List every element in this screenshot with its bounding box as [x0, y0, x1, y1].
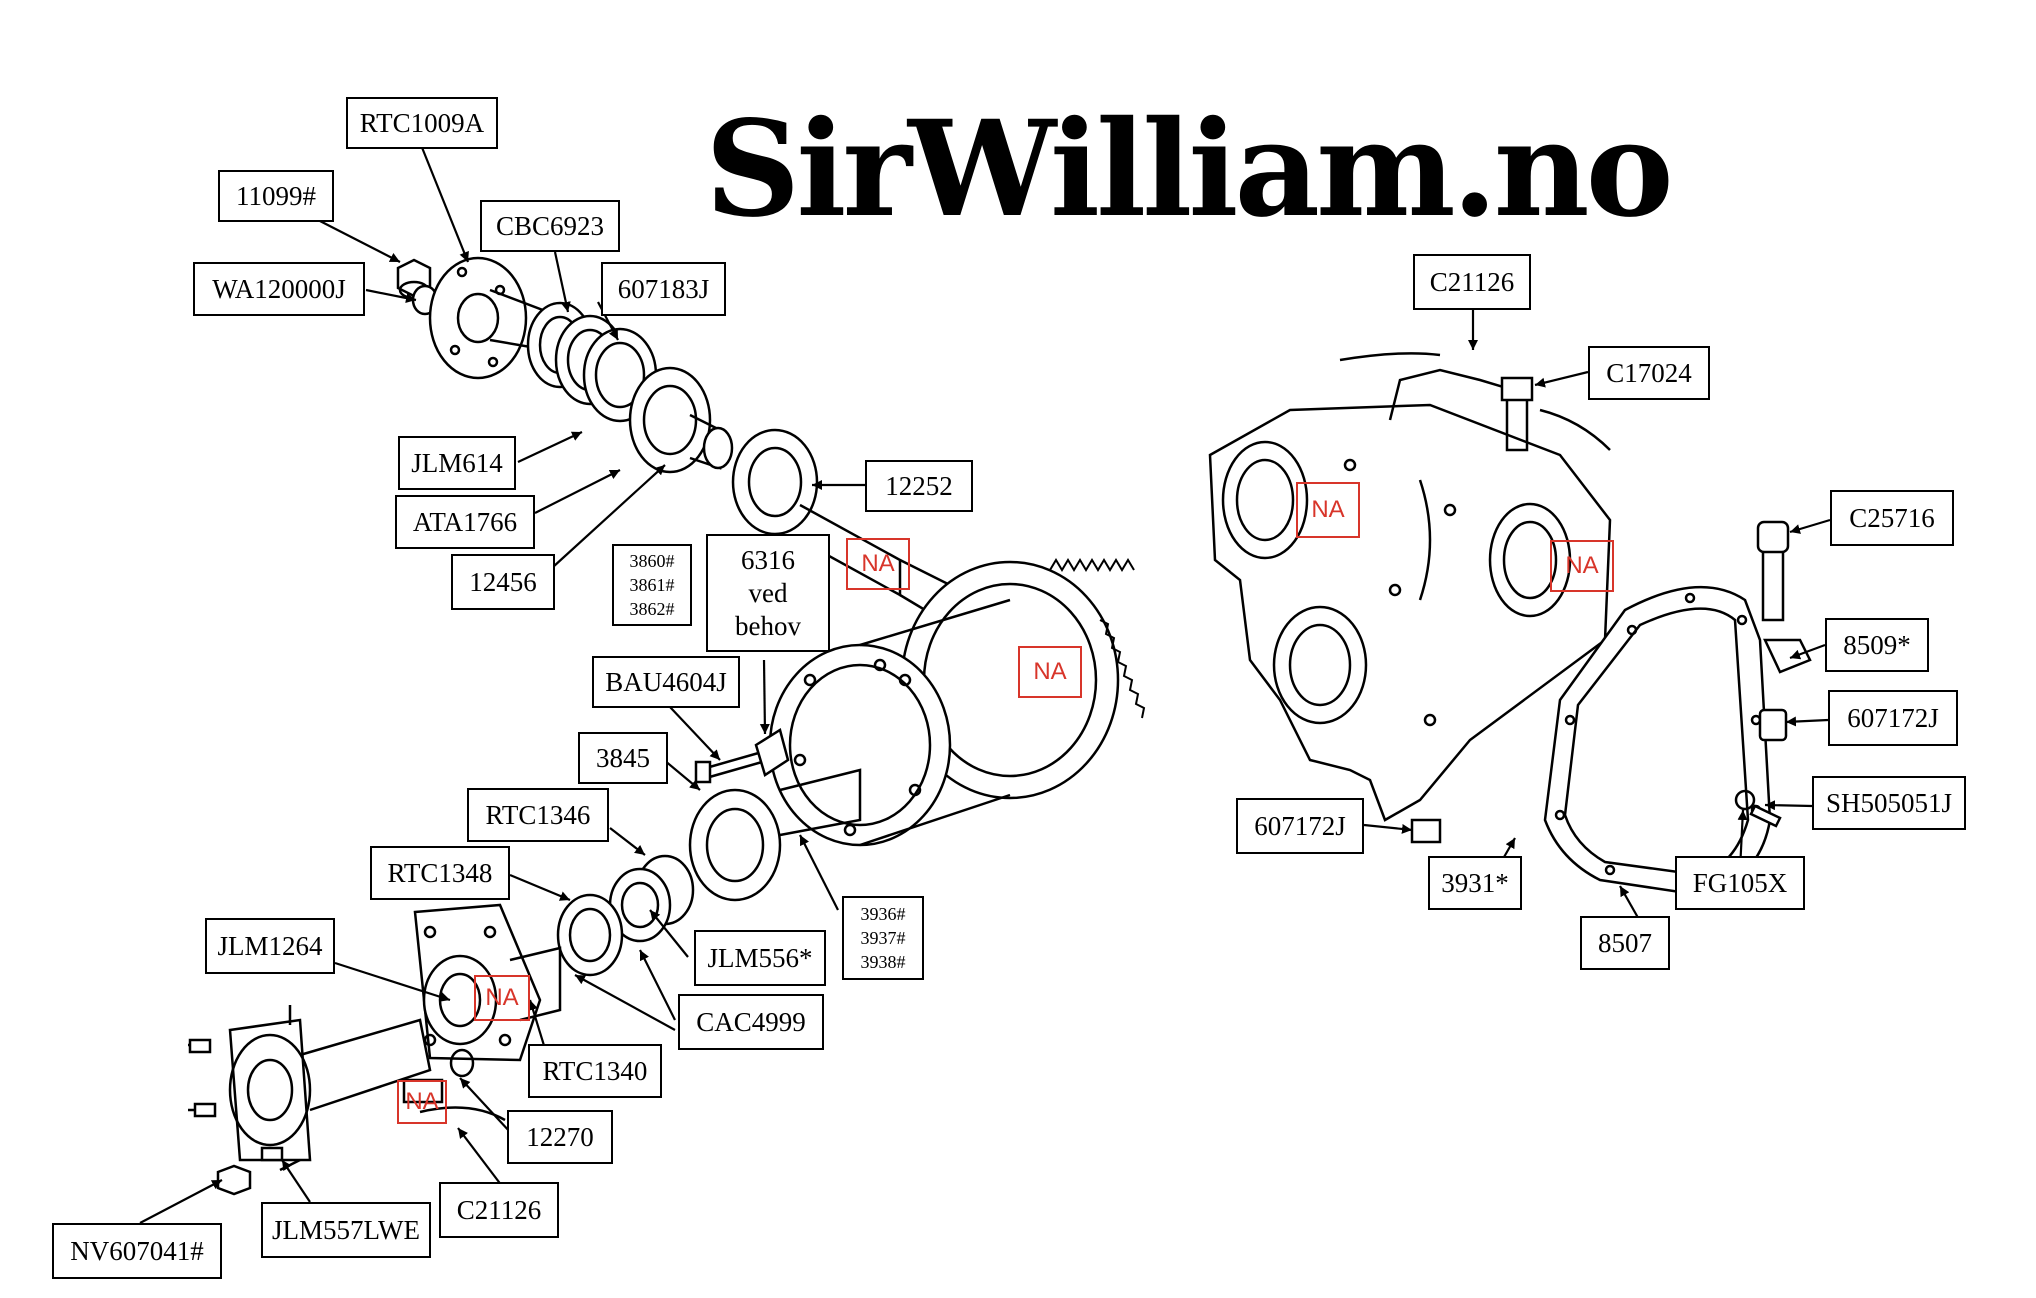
callout-c21126-left: C21126: [439, 1182, 559, 1238]
callout-jlm614: JLM614: [398, 436, 516, 490]
callout-607172j-left: 607172J: [1236, 798, 1364, 854]
callout-6316-ved-behov: 6316 ved behov: [706, 534, 830, 652]
callout-3936-line: 3936#: [860, 904, 906, 924]
callout-fg105x: FG105X: [1675, 856, 1805, 910]
callout-3860-3861-3862: 3860# 3861# 3862#: [612, 544, 692, 626]
callout-3845: 3845: [578, 732, 668, 784]
callout-3938-line: 3938#: [860, 952, 906, 972]
brand-title: SirWilliam.no: [705, 92, 1674, 247]
callout-c25716: C25716: [1830, 490, 1954, 546]
callout-3861-line: 3861#: [629, 575, 675, 595]
callout-6316-line: 6316: [741, 544, 795, 575]
pinion-assembly-drawing: [396, 256, 1012, 627]
callout-3931: 3931*: [1428, 856, 1522, 910]
callout-rtc1009a: RTC1009A: [346, 97, 498, 149]
callout-ata1766: ATA1766: [395, 495, 535, 549]
callout-12456: 12456: [451, 554, 555, 610]
callout-rtc1346: RTC1346: [467, 788, 609, 842]
callout-8509: 8509*: [1825, 618, 1929, 672]
callout-c17024: C17024: [1588, 346, 1710, 400]
callout-jlm556: JLM556*: [694, 930, 826, 986]
callout-sh505051j: SH505051J: [1812, 776, 1966, 830]
callout-rtc1348: RTC1348: [370, 846, 510, 900]
na-marker-pinion: NA: [846, 538, 910, 590]
callout-3862-line: 3862#: [629, 599, 675, 619]
callout-cac4999: CAC4999: [678, 994, 824, 1050]
callout-jlm557lwe: JLM557LWE: [261, 1202, 431, 1258]
callout-3936-3937-3938: 3936# 3937# 3938#: [842, 896, 924, 980]
callout-rtc1340: RTC1340: [528, 1044, 662, 1098]
leader-lines: [139, 144, 1831, 1224]
na-marker-breather: NA: [1550, 540, 1614, 592]
callout-607172j-right: 607172J: [1828, 690, 1958, 746]
callout-607183j: 607183J: [601, 262, 726, 316]
na-marker-bolt: NA: [397, 1080, 447, 1124]
callout-3937-line: 3937#: [860, 928, 906, 948]
na-marker-output-flange: NA: [474, 975, 530, 1021]
callout-3860-line: 3860#: [629, 551, 675, 571]
na-marker-crown-wheel: NA: [1018, 646, 1082, 698]
callout-nv607041: NV607041#: [52, 1223, 222, 1279]
callout-cbc6923: CBC6923: [480, 200, 620, 252]
callout-jlm1264: JLM1264: [205, 918, 335, 974]
callout-8507: 8507: [1580, 916, 1670, 970]
differential-drawing: [188, 558, 1146, 1196]
callout-bau4604j: BAU4604J: [592, 656, 740, 708]
callout-12270: 12270: [507, 1110, 613, 1164]
callout-11099: 11099#: [218, 170, 334, 222]
callout-wa120000j: WA120000J: [193, 262, 365, 316]
callout-c21126-right: C21126: [1413, 254, 1531, 310]
callout-behov-line: behov: [735, 610, 801, 641]
na-marker-housing: NA: [1296, 482, 1360, 538]
callout-ved-line: ved: [748, 577, 788, 608]
callout-12252: 12252: [865, 460, 973, 512]
